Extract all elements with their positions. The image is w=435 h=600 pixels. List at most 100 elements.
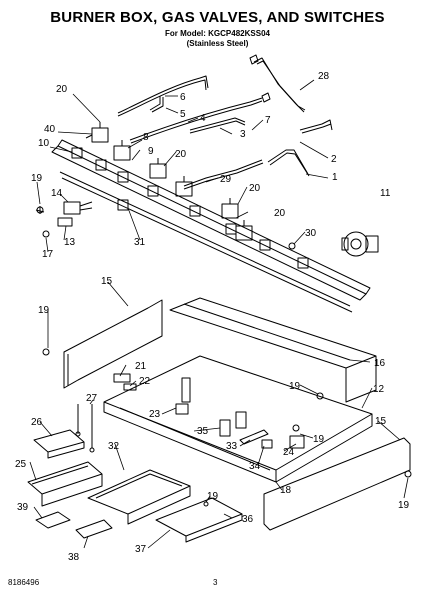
- callout: 20: [56, 84, 68, 95]
- callout: 20: [249, 183, 261, 194]
- callout: 23: [149, 409, 161, 420]
- callout: 9: [148, 146, 154, 157]
- screw-19: [35, 206, 45, 214]
- manifold-rail: [59, 171, 353, 313]
- callout: 17: [42, 249, 54, 260]
- screw-30: [288, 242, 296, 250]
- callout: 19: [207, 491, 219, 502]
- screw-19b: [316, 392, 324, 400]
- gas-tube-5: [149, 96, 164, 113]
- callout: 19: [289, 381, 301, 392]
- callout: 20: [274, 208, 286, 219]
- ignitor-35: [219, 411, 247, 437]
- gas-valve-20c: [221, 198, 239, 219]
- gas-valve-20a: [149, 158, 167, 179]
- callout: 31: [134, 237, 146, 248]
- callout: 19: [31, 173, 43, 184]
- callout: 25: [15, 459, 27, 470]
- bracket-21: [113, 373, 131, 383]
- orifice-31: [117, 199, 129, 211]
- burner-box-back-rail: [169, 297, 377, 403]
- callout: 28: [318, 71, 330, 82]
- page-title: BURNER BOX, GAS VALVES, AND SWITCHES: [50, 9, 385, 26]
- callout: 35: [197, 426, 209, 437]
- page-number: 3: [213, 578, 218, 587]
- gas-tube-29: [183, 159, 264, 190]
- gas-tube-3: [189, 117, 246, 134]
- gas-valve-20b: [175, 176, 193, 197]
- callout: 19: [38, 305, 50, 316]
- callout: 15: [375, 416, 387, 427]
- callout: 13: [64, 237, 76, 248]
- screw-27: [75, 404, 95, 453]
- burner-manifold: [51, 139, 371, 301]
- callout: 29: [220, 174, 232, 185]
- document-number: 8186496: [8, 578, 40, 587]
- gas-valve-40: [85, 122, 109, 143]
- callout: 37: [135, 544, 147, 555]
- screw-17: [42, 230, 50, 238]
- bracket-22: [123, 383, 137, 391]
- drip-pan-25: [27, 461, 103, 507]
- model-label: For Model:: [165, 29, 206, 38]
- model-number: KGCP482KSS04: [208, 29, 270, 38]
- callout: 3: [240, 129, 246, 140]
- callout: 15: [101, 276, 113, 287]
- terminal-33: [239, 429, 269, 445]
- bracket-13: [57, 217, 73, 227]
- callout: 38: [68, 552, 80, 563]
- switch-14: [63, 201, 93, 215]
- screw-19d: [404, 470, 412, 478]
- callout: 40: [44, 124, 56, 135]
- finish-label: (Stainless Steel): [186, 39, 249, 48]
- callout: 26: [31, 417, 43, 428]
- callout: 24: [283, 447, 295, 458]
- leader-lines: [29, 79, 409, 549]
- callout: 11: [380, 188, 391, 199]
- burner-box-tray-12: [103, 355, 373, 483]
- screw-19c: [292, 424, 300, 432]
- callout: 6: [180, 92, 186, 103]
- callout: 36: [242, 514, 254, 525]
- bracket-34: [261, 439, 273, 449]
- callout: 19: [313, 434, 325, 445]
- regulator-11: [341, 231, 379, 257]
- gas-tube-2: [299, 119, 333, 134]
- callout: 21: [135, 361, 147, 372]
- callout-labels: 20 6 28 5 40 8 4 3 7 10 9 20 2 19 29 1 1…: [15, 71, 410, 563]
- callout: 20: [175, 149, 187, 160]
- gas-tube-6: [117, 75, 209, 117]
- callout: 33: [226, 441, 238, 452]
- gas-valve-8: [113, 140, 131, 161]
- screw-19e: [42, 348, 50, 356]
- side-panel-15: [263, 437, 411, 531]
- callout: 8: [143, 132, 149, 143]
- callout: 16: [374, 358, 386, 369]
- callout: 19: [398, 500, 410, 511]
- cover-37-36: [155, 497, 243, 543]
- callout: 14: [51, 188, 63, 199]
- gas-tube-28: [249, 54, 306, 113]
- callout: 32: [108, 441, 120, 452]
- callout: 39: [17, 502, 29, 513]
- callout: 10: [38, 138, 50, 149]
- bracket-38: [75, 519, 113, 539]
- callout: 4: [200, 113, 206, 124]
- callout: 7: [265, 115, 271, 126]
- gas-valve-20d: [235, 220, 253, 241]
- callout: 34: [249, 461, 261, 472]
- bracket-39: [35, 511, 71, 529]
- callout: 2: [331, 154, 337, 165]
- drip-pan-32: [87, 469, 191, 525]
- bracket-24: [289, 435, 305, 449]
- rear-panel-15: [63, 299, 163, 389]
- callout: 30: [305, 228, 317, 239]
- model-line: For Model: KGCP482KSS04: [0, 29, 435, 38]
- callout: 12: [373, 384, 385, 395]
- drip-tray-26: [33, 429, 85, 459]
- spark-module-23: [175, 377, 191, 415]
- callout: 27: [86, 393, 98, 404]
- callout: 22: [139, 376, 151, 387]
- callout: 18: [280, 485, 292, 496]
